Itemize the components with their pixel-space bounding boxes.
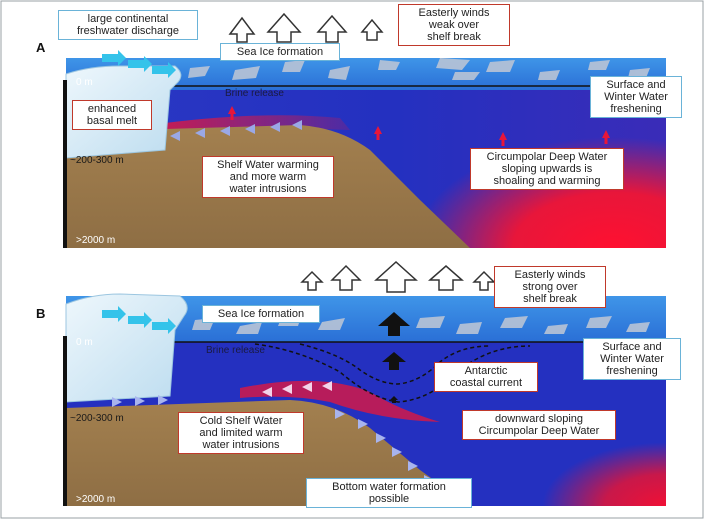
panel-a-depth-0: 0 m: [76, 77, 93, 88]
panel-b-depth-0: 0 m: [76, 337, 93, 348]
panel-b-brine-label: Brine release: [206, 345, 265, 356]
panel-b-surface-label: Surface and Winter Water freshening: [583, 338, 681, 380]
panel-b-cdw-label: downward sloping Circumpolar Deep Water: [462, 410, 616, 440]
panel-a-shelf-arrows: [170, 120, 302, 141]
panel-a-letter: A: [36, 40, 46, 55]
panel-a-sea-ice-floes: [188, 58, 650, 80]
panel-a-depth-axis: [63, 80, 67, 248]
panel-a-depth-2: >2000 m: [76, 235, 116, 246]
panel-a-sea-ice-label: Sea Ice formation: [220, 43, 340, 61]
panel-b-depth-axis: [63, 336, 67, 506]
panel-b-coastal-current-label: Antarctic coastal current: [434, 362, 538, 392]
panel-a-surface-label: Surface and Winter Water freshening: [590, 76, 682, 118]
panel-a-upwelling-arrows: [228, 106, 610, 146]
panel-b-cold-shelf-label: Cold Shelf Water and limited warm water …: [178, 412, 304, 454]
panel-b-ice-shelf: [65, 293, 188, 403]
panel-b-red-band-arrows: [262, 381, 332, 397]
panel-b-easterly-label: Easterly winds strong over shelf break: [494, 266, 606, 308]
panel-a-discharge-arrows: [102, 50, 176, 78]
panel-b-sea-ice-label: Sea Ice formation: [202, 305, 320, 323]
panel-b-shelf-arrows: [112, 395, 434, 485]
panel-b-coastal-current-path: [254, 343, 531, 403]
panel-b-bottom-water-label: Bottom water formation possible: [306, 478, 472, 508]
panel-b-depth-2: >2000 m: [76, 494, 116, 505]
panel-a-easterly-label: Easterly winds weak over shelf break: [398, 4, 510, 46]
panel-a-brine-label: Brine release: [225, 88, 284, 99]
panel-a-cdw-label: Circumpolar Deep Water sloping upwards i…: [470, 148, 624, 190]
panel-a-freshwater-label: large continental freshwater discharge: [58, 10, 198, 40]
panel-b-wind-arrows: [300, 260, 496, 293]
panel-b-coastal-current-path-inner: [299, 343, 491, 385]
panel-b-discharge-arrows: [102, 306, 176, 334]
panel-a-depth-1: ~200-300 m: [70, 155, 124, 166]
panel-b-letter: B: [36, 306, 46, 321]
panel-a-basal-melt-label: enhanced basal melt: [72, 100, 152, 130]
panel-a-shelf-warming-label: Shelf Water warming and more warm water …: [202, 156, 334, 198]
panel-b-depth-1: ~200-300 m: [70, 413, 124, 424]
panel-a-wind-arrows: [228, 12, 384, 43]
